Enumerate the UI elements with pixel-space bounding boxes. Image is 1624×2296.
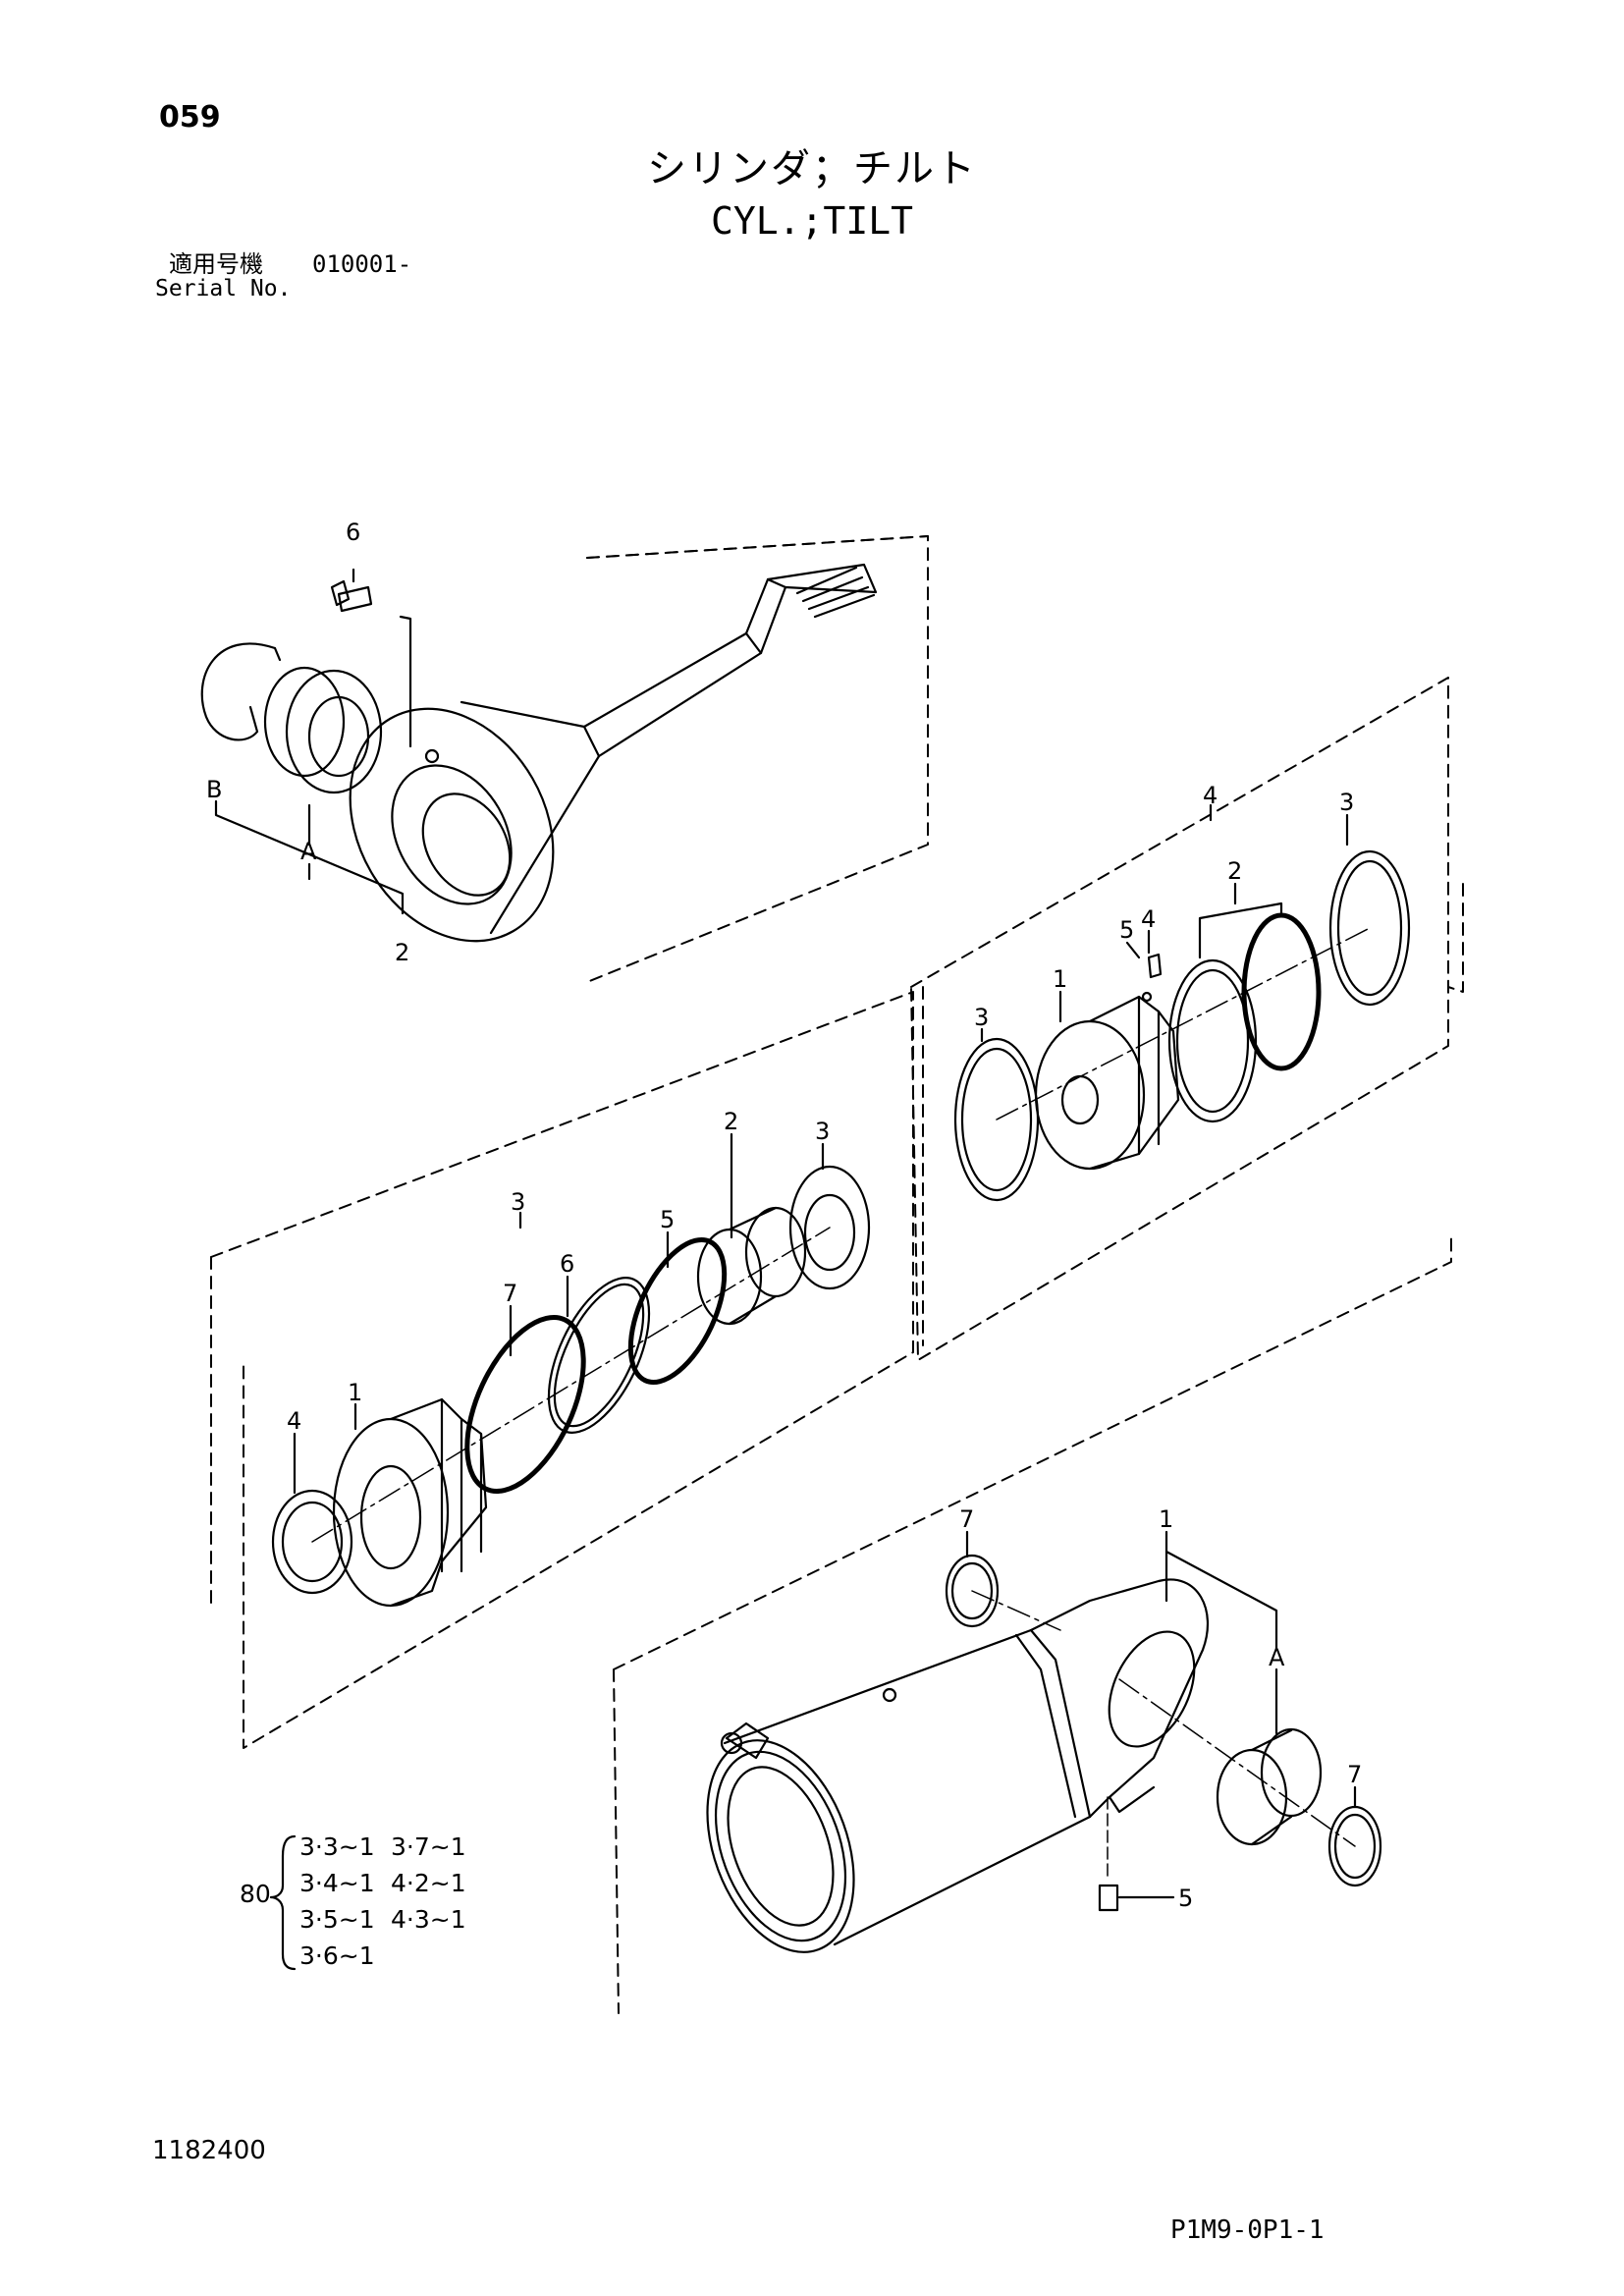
piston-o-ring: [1241, 912, 1322, 1071]
callout-piston-3a: 3: [974, 1004, 989, 1031]
head-body: [332, 1417, 450, 1608]
seal-kit-item: 4·3~1: [391, 1905, 466, 1934]
piston-rod: [582, 631, 763, 758]
document-id: 1182400: [152, 2136, 266, 2165]
callout-rod-2: 2: [395, 939, 409, 966]
head-wiper: [788, 1165, 871, 1290]
callout-rod-A: A: [300, 838, 317, 865]
tube-mouth: [706, 1739, 855, 1953]
seal-kit-item: 3·5~1: [299, 1905, 375, 1934]
rod-bushing: [285, 669, 383, 794]
callout-group-3: 3: [511, 1188, 525, 1216]
serial-label-english: Serial No.: [155, 276, 292, 301]
group-boundary-rod: [586, 535, 929, 983]
page-number: 059: [159, 100, 221, 135]
set-screw: [1147, 953, 1163, 979]
cylinder-tube-group: [269, 1236, 1452, 2014]
seal-kit-number: 80: [240, 1880, 271, 1908]
tube-grease-fitting: [1098, 1884, 1119, 1912]
group-boundary-piston: [910, 677, 1449, 1361]
callout-piston-5: 5: [1119, 916, 1134, 944]
o-ring-7: [464, 1315, 586, 1494]
tube-eye: [1029, 1578, 1210, 1819]
serial-label-japanese: 適用号機: [169, 250, 263, 278]
callouts: 6 B A 2 3 4 1 7 6 5 2 3 4 3 1 5 4 2 3 7 …: [206, 519, 1362, 1912]
piston-group: [910, 677, 1464, 1361]
page-code: P1M9-0P1-1: [1170, 2215, 1325, 2245]
callout-piston-2: 2: [1227, 857, 1242, 885]
callout-rod-B: B: [206, 776, 222, 803]
piston-seal: [1167, 958, 1258, 1123]
slide-ring-right: [1328, 849, 1411, 1007]
rod-eye: [349, 707, 555, 943]
slide-ring-left: [953, 1037, 1040, 1202]
callout-head-6: 6: [560, 1250, 574, 1278]
grease-hole: [424, 748, 440, 764]
serial-number-range: 010001-: [312, 250, 412, 278]
title-english: CYL.;TILT: [711, 199, 913, 243]
callout-rod-6: 6: [346, 519, 360, 546]
grease-fitting: [330, 579, 373, 613]
tube-seal-left: [945, 1554, 1000, 1628]
rod-thread: [795, 566, 876, 619]
seal-kit-item: 3·3~1: [299, 1832, 375, 1861]
piston-rod-group: [200, 535, 929, 983]
callout-tube-7a: 7: [959, 1505, 974, 1533]
o-ring-5: [627, 1237, 728, 1385]
kit-brace: [269, 1834, 297, 1971]
dust-seal: [271, 1489, 353, 1595]
title-japanese: シリンダ；チルト: [647, 146, 977, 191]
group-boundary-tube: [613, 1236, 1452, 2014]
snap-ring: [200, 642, 282, 741]
callout-head-5: 5: [660, 1206, 675, 1233]
piston-body: [1034, 1019, 1146, 1171]
callout-tube-A: A: [1269, 1644, 1285, 1671]
callout-head-4: 4: [287, 1407, 301, 1435]
callout-piston-3b: 3: [1339, 789, 1354, 816]
callout-tube-7b: 7: [1347, 1761, 1362, 1788]
callout-piston-4: 4: [1141, 905, 1156, 933]
cylinder-head-group: [210, 991, 914, 1749]
callout-head-1: 1: [348, 1379, 362, 1406]
callout-tube-1: 1: [1159, 1505, 1173, 1533]
seal-kit-item: 3·4~1: [299, 1869, 375, 1897]
seal-kit-item: 4·2~1: [391, 1869, 466, 1897]
callout-piston-1: 1: [1053, 965, 1067, 993]
tube-bushing: [1216, 1748, 1288, 1846]
seal-kit-item: 3·6~1: [299, 1941, 375, 1970]
tube-port: [725, 1722, 770, 1760]
callout-head-3: 3: [815, 1118, 830, 1145]
callout-tube-5: 5: [1178, 1885, 1193, 1912]
seal-kit-item: 3·7~1: [391, 1832, 466, 1861]
callout-head-2: 2: [724, 1108, 738, 1135]
callout-head-7: 7: [503, 1280, 517, 1307]
steel-ball: [1141, 991, 1153, 1003]
group-boundary-head: [210, 991, 914, 1749]
callout-group-4: 4: [1203, 782, 1218, 809]
